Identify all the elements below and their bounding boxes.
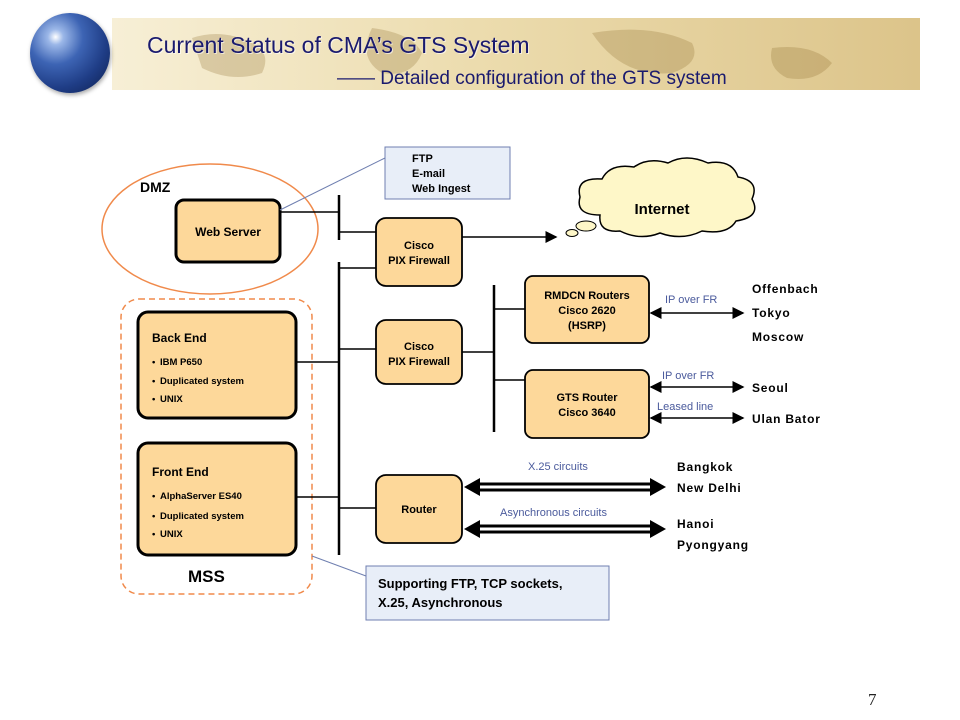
- front-end-title: Front End: [152, 465, 209, 479]
- rmdcn-line1: RMDCN Routers: [544, 290, 630, 302]
- front-end-item: Duplicated system: [160, 511, 244, 522]
- page-number: 7: [868, 690, 877, 709]
- svg-text:•: •: [152, 511, 156, 522]
- svg-text:•: •: [152, 529, 156, 540]
- svg-text:•: •: [152, 491, 156, 502]
- page-subtitle: —— Detailed configuration of the GTS sys…: [337, 68, 727, 89]
- support-note: [365, 565, 610, 621]
- back-end-item: IBM P650: [160, 357, 202, 368]
- support-note-line1: Supporting FTP, TCP sockets,: [378, 576, 562, 591]
- x25-link: [464, 478, 666, 496]
- header-banner: [112, 18, 920, 90]
- rmdcn-routers-box: [524, 275, 650, 344]
- globe-icon: [30, 13, 110, 93]
- front-end-item: UNIX: [160, 529, 183, 540]
- internet-label: Internet: [634, 201, 689, 218]
- link-label-ip-fr-1: IP over FR: [665, 294, 717, 306]
- dest-offenbach: Offenbach: [752, 282, 819, 296]
- dest-moscow: Moscow: [752, 330, 804, 344]
- router-label: Router: [401, 504, 437, 516]
- async-link: [464, 520, 666, 538]
- rmdcn-line3: (HSRP): [568, 320, 606, 332]
- firewall-2-line1: Cisco: [404, 341, 434, 353]
- mss-label: MSS: [188, 567, 225, 586]
- world-map-watermark: [192, 28, 832, 79]
- support-note-line2: X.25, Asynchronous: [378, 595, 503, 610]
- link-label-ip-fr-2: IP over FR: [662, 370, 714, 382]
- link-label-leased-line: Leased line: [657, 401, 713, 413]
- svg-text:•: •: [152, 357, 156, 368]
- firewall-2-line2: PIX Firewall: [388, 356, 450, 368]
- note-email: E-mail: [412, 168, 445, 180]
- link-label-async: Asynchronous circuits: [500, 507, 607, 519]
- back-end-box: [136, 310, 298, 420]
- web-server-label: Web Server: [195, 225, 261, 239]
- firewall-1-box: [375, 217, 463, 287]
- link-label-x25: X.25 circuits: [528, 461, 588, 473]
- mss-group: [120, 298, 313, 595]
- front-end-item: AlphaServer ES40: [160, 491, 242, 502]
- dest-seoul: Seoul: [752, 381, 789, 395]
- note-ftp: FTP: [412, 153, 433, 165]
- back-end-item: UNIX: [160, 394, 183, 405]
- gts-router-line2: Cisco 3640: [558, 407, 615, 419]
- rmdcn-line2: Cisco 2620: [558, 305, 615, 317]
- firewall-1-line1: Cisco: [404, 240, 434, 252]
- front-end-box: [136, 441, 298, 557]
- svg-text:•: •: [152, 376, 156, 387]
- back-end-title: Back End: [152, 331, 207, 345]
- gts-router-line1: GTS Router: [556, 392, 618, 404]
- back-end-item: Duplicated system: [160, 376, 244, 387]
- dest-ulan-bator: Ulan Bator: [752, 412, 821, 426]
- web-server-box: [174, 198, 282, 264]
- dest-tokyo: Tokyo: [752, 306, 790, 320]
- internet-cloud: [565, 157, 756, 238]
- firewall-1-line2: PIX Firewall: [388, 255, 450, 267]
- router-box: [375, 474, 463, 544]
- gts-router-box: [524, 369, 650, 439]
- dest-pyongyang: Pyongyang: [677, 538, 749, 552]
- dest-new-delhi: New Delhi: [677, 481, 742, 495]
- note-web-ingest: Web Ingest: [412, 183, 471, 195]
- page-title: Current Status of CMA’s GTS System: [147, 32, 530, 58]
- svg-text:•: •: [152, 394, 156, 405]
- dmz-label: DMZ: [140, 179, 171, 195]
- dest-hanoi: Hanoi: [677, 517, 714, 531]
- dest-bangkok: Bangkok: [677, 460, 733, 474]
- dmz-ellipse: [101, 163, 319, 295]
- services-note: [384, 146, 511, 200]
